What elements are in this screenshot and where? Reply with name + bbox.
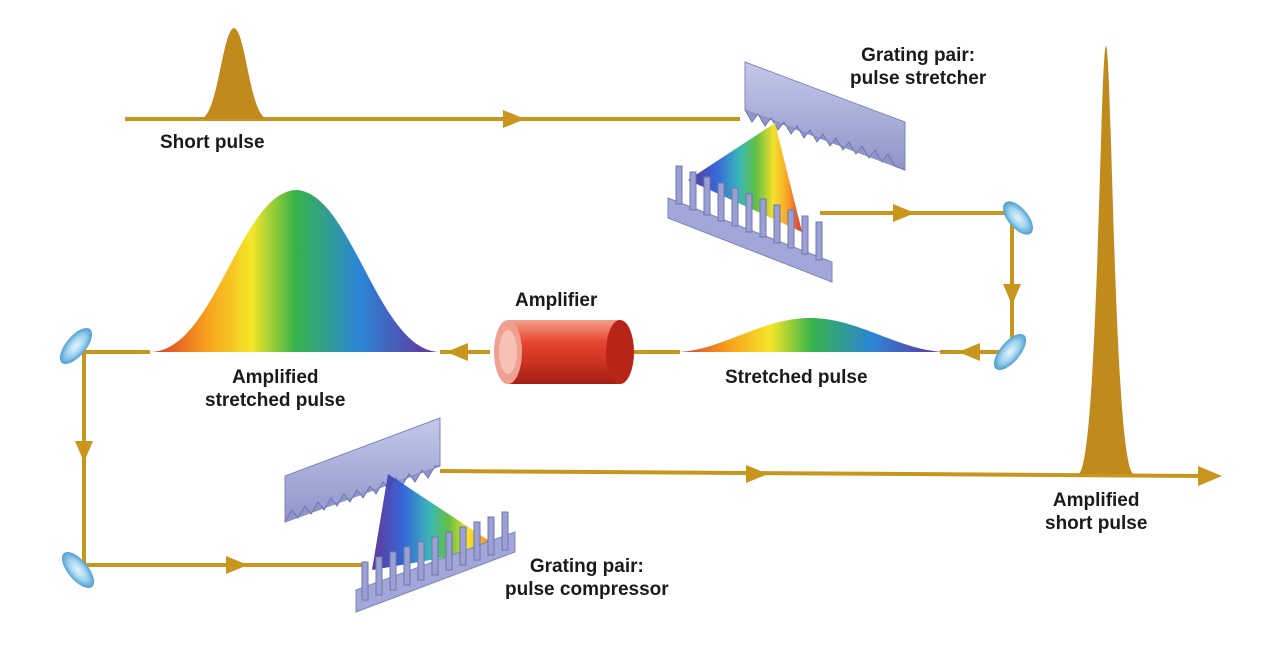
arrow-icon [893,204,915,222]
arrow-icon [503,110,525,128]
label-amplified-stretched-pulse: Amplified stretched pulse [205,367,346,411]
label-stretcher: Grating pair: pulse stretcher [850,45,987,89]
arrow-icon [1003,284,1021,305]
short-pulse-shape [200,28,268,119]
arrow-icon [746,465,768,483]
arrow-icon [1198,466,1222,486]
amplifier-icon [494,320,634,384]
label-stretched-pulse: Stretched pulse [725,367,868,388]
mirror-icon [1003,201,1033,235]
amplified-stretched-pulse-shape [150,190,440,352]
arrow-icon [446,343,468,361]
label-short-pulse: Short pulse [160,132,265,153]
mirror-icon [59,327,93,365]
amplified-short-pulse-shape [1078,46,1134,474]
label-amplified-short-pulse: Amplified short pulse [1045,490,1148,534]
compressor-grating-pair [284,417,516,613]
compressor-dispersion-fan [372,474,500,570]
mirrors [59,201,1033,589]
arrow-icon [958,343,980,361]
arrows [75,110,1222,574]
output-beam [439,469,1211,478]
arrow-icon [226,556,248,574]
label-compressor: Grating pair: pulse compressor [505,556,669,600]
mirror-icon [993,333,1027,371]
stretcher-grating-pair [667,61,906,283]
label-amplifier: Amplifier [515,290,598,311]
arrow-icon [75,441,93,462]
stretched-pulse-shape [675,318,948,352]
mirror-icon [61,551,95,589]
